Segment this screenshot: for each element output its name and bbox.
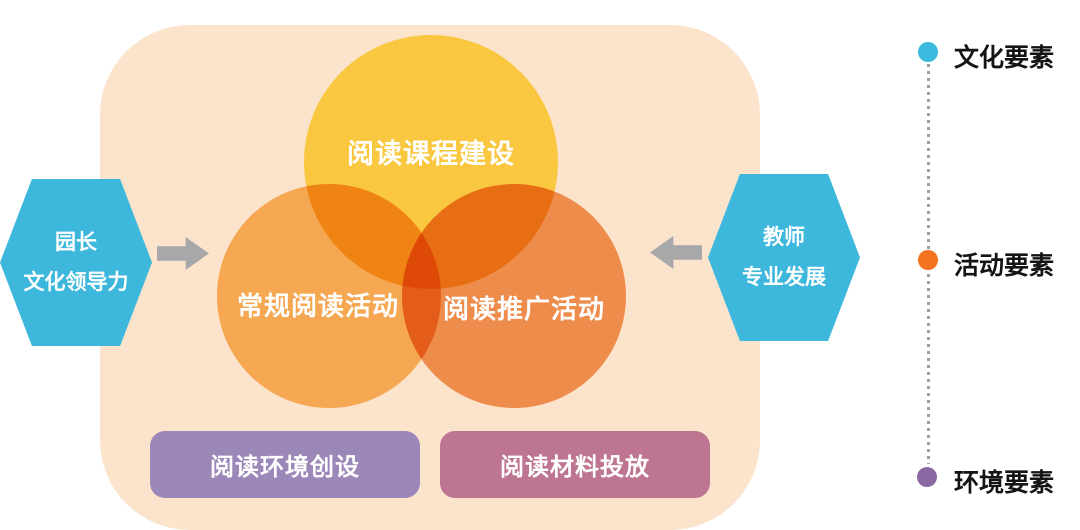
- tag-reading-environment: 阅读环境创设: [150, 431, 420, 498]
- legend-label-activity: 活动要素: [954, 251, 1055, 280]
- label-reading-promotion-activities: 阅读推广活动: [442, 295, 605, 325]
- legend-dot-activity: [918, 250, 938, 270]
- legend-label-environment: 环境要素: [954, 468, 1055, 497]
- circle-reading-promotion-activities: [402, 184, 626, 408]
- label-regular-reading-activities: 常规阅读活动: [236, 292, 399, 322]
- tag-reading-materials-label: 阅读材料投放: [500, 453, 650, 481]
- hexagon-right-line1: 教师: [763, 224, 805, 249]
- legend-dot-environment: [917, 467, 937, 487]
- legend-label-culture: 文化要素: [954, 43, 1055, 72]
- circle-regular-reading-activities: [217, 184, 441, 408]
- hexagon-left-line2: 文化领导力: [23, 269, 129, 294]
- legend-dot-culture: [918, 42, 938, 62]
- hexagon-principal-leadership: 园长 文化领导力: [0, 179, 152, 346]
- tag-reading-environment-label: 阅读环境创设: [210, 453, 360, 481]
- hexagon-teacher-development: 教师 专业发展: [708, 174, 860, 341]
- tag-reading-materials: 阅读材料投放: [440, 431, 710, 498]
- hexagon-left-line1: 园长: [55, 229, 97, 254]
- label-reading-curriculum: 阅读课程建设: [347, 139, 515, 170]
- hexagon-right-line2: 专业发展: [742, 264, 826, 289]
